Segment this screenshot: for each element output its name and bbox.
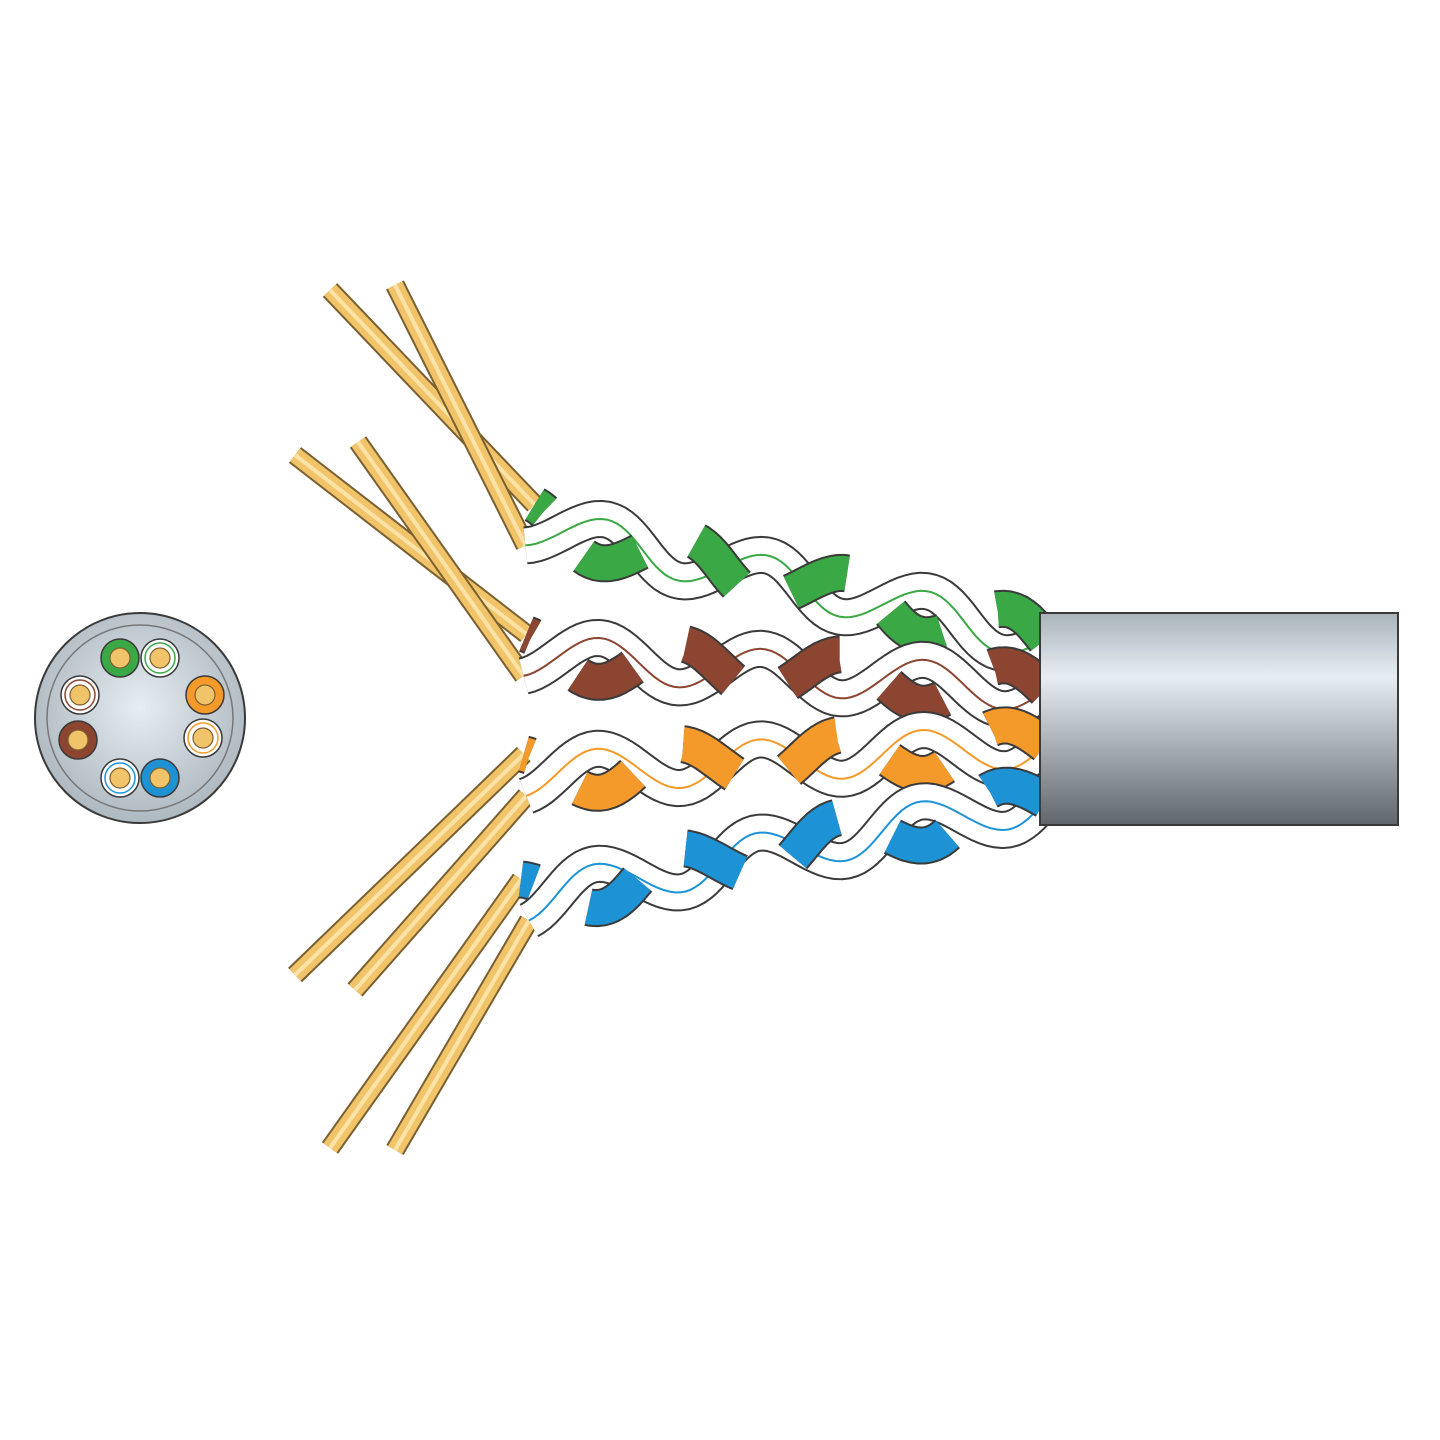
pair-brown bbox=[509, 616, 1060, 729]
cable-jacket bbox=[1039, 612, 1399, 826]
twisted-pairs bbox=[507, 488, 1060, 938]
wire-conductor bbox=[149, 647, 171, 669]
conductor-highlight bbox=[293, 453, 528, 636]
wire-conductor bbox=[109, 767, 131, 789]
wire-insulation bbox=[509, 768, 1056, 926]
cross-section-wire-brown-white bbox=[60, 675, 100, 715]
wire-orange-white bbox=[512, 711, 1060, 814]
pair-green bbox=[512, 488, 1060, 673]
conductor-highlight bbox=[293, 752, 526, 977]
wire-orange bbox=[510, 706, 1059, 812]
wire-conductor bbox=[69, 684, 91, 706]
bare-conductors bbox=[288, 280, 542, 1156]
conductor-blue bbox=[321, 873, 530, 1154]
wire-green-white bbox=[512, 500, 1058, 673]
cross-section-wire-green bbox=[100, 638, 140, 678]
wire-insulation bbox=[514, 618, 1058, 721]
conductor-highlight bbox=[393, 284, 528, 547]
conductor-highlight bbox=[328, 288, 537, 506]
cross-section-wire-green-white bbox=[140, 638, 180, 678]
cross-section-wire-orange-white bbox=[183, 718, 223, 758]
wire-blue-white bbox=[514, 782, 1060, 938]
wire-conductor bbox=[67, 729, 89, 751]
cable-cross-section bbox=[34, 612, 246, 824]
cross-section-wire-blue-white bbox=[100, 758, 140, 798]
cross-section-wire-brown bbox=[58, 720, 98, 760]
conductor-green-white bbox=[386, 280, 535, 550]
conductor-orange bbox=[288, 746, 531, 983]
wire-stripe bbox=[525, 517, 1046, 655]
wire-stripe bbox=[104, 762, 136, 794]
wire-stripe bbox=[528, 799, 1046, 922]
wire-conductor bbox=[194, 684, 216, 706]
wire-brown bbox=[512, 616, 1060, 723]
conductor-green bbox=[322, 283, 542, 512]
pair-orange bbox=[510, 706, 1060, 814]
conductor-brown bbox=[288, 447, 533, 643]
conductor-highlight bbox=[393, 919, 531, 1152]
wire-conductor bbox=[149, 767, 171, 789]
conductor-orange-white bbox=[347, 789, 534, 997]
wire-stripe bbox=[64, 679, 96, 711]
cross-section-inner-ring bbox=[46, 624, 234, 812]
pair-blue bbox=[507, 766, 1060, 938]
wire-blue bbox=[507, 766, 1058, 928]
wire-conductor bbox=[109, 647, 131, 669]
wire-brown-white bbox=[509, 619, 1059, 729]
wire-stripe bbox=[525, 728, 1046, 797]
wire-stripe bbox=[144, 642, 176, 674]
wire-green bbox=[520, 488, 1060, 655]
conductor-brown-white bbox=[349, 436, 532, 682]
wire-insulation bbox=[522, 490, 1059, 653]
wire-stripe bbox=[523, 636, 1046, 711]
conductor-highlight bbox=[328, 878, 523, 1150]
cross-section-wire-blue bbox=[140, 758, 180, 798]
wire-insulation bbox=[512, 708, 1057, 810]
cross-section-jacket bbox=[34, 612, 246, 824]
conductor-highlight bbox=[353, 794, 528, 992]
conductor-blue-white bbox=[386, 915, 538, 1156]
wire-conductor bbox=[192, 727, 214, 749]
wire-stripe bbox=[187, 722, 219, 754]
cross-section-wire-orange bbox=[185, 675, 225, 715]
conductor-highlight bbox=[356, 440, 526, 678]
